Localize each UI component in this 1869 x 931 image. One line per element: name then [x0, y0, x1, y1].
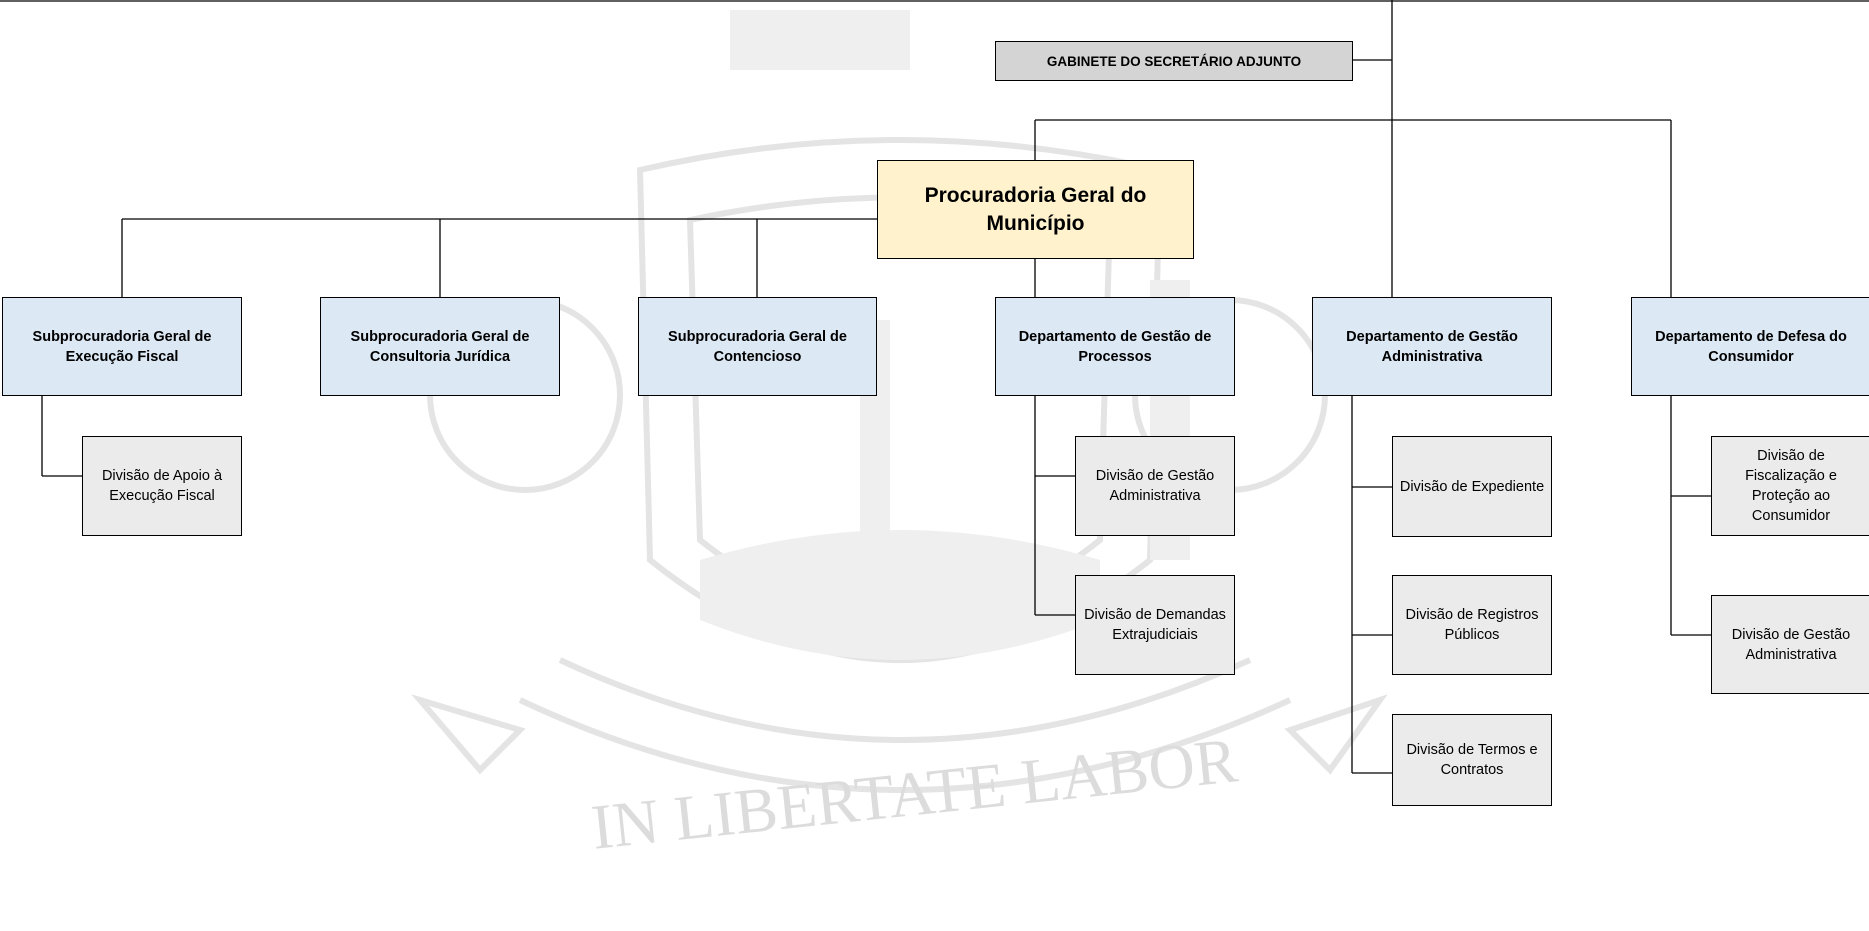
- div-consumidor-gestao-administrativa-box: Divisão de Gestão Administrativa: [1711, 595, 1869, 694]
- dept-gestao-administrativa-box: Departamento de Gestão Administrativa: [1312, 297, 1552, 396]
- dept-defesa-consumidor-box: Departamento de Defesa do Consumidor: [1631, 297, 1869, 396]
- div-registros-publicos-box: Divisão de Registros Públicos: [1392, 575, 1552, 675]
- div-apoio-execucao-fiscal-box: Divisão de Apoio à Execução Fiscal: [82, 436, 242, 536]
- div-fiscalizacao-protecao-consumidor-box: Divisão de Fiscalização e Proteção ao Co…: [1711, 436, 1869, 536]
- procuradoria-geral-box: Procuradoria Geral do Município: [877, 160, 1194, 259]
- div-expediente-box: Divisão de Expediente: [1392, 436, 1552, 537]
- dept-contencioso-box: Subprocuradoria Geral de Contencioso: [638, 297, 877, 396]
- dept-consultoria-juridica-box: Subprocuradoria Geral de Consultoria Jur…: [320, 297, 560, 396]
- div-termos-contratos-box: Divisão de Termos e Contratos: [1392, 714, 1552, 806]
- dept-gestao-processos-box: Departamento de Gestão de Processos: [995, 297, 1235, 396]
- div-demandas-extrajudiciais-box: Divisão de Demandas Extrajudiciais: [1075, 575, 1235, 675]
- div-processos-gestao-administrativa-box: Divisão de Gestão Administrativa: [1075, 436, 1235, 536]
- gabinete-box: GABINETE DO SECRETÁRIO ADJUNTO: [995, 41, 1353, 81]
- dept-execucao-fiscal-box: Subprocuradoria Geral de Execução Fiscal: [2, 297, 242, 396]
